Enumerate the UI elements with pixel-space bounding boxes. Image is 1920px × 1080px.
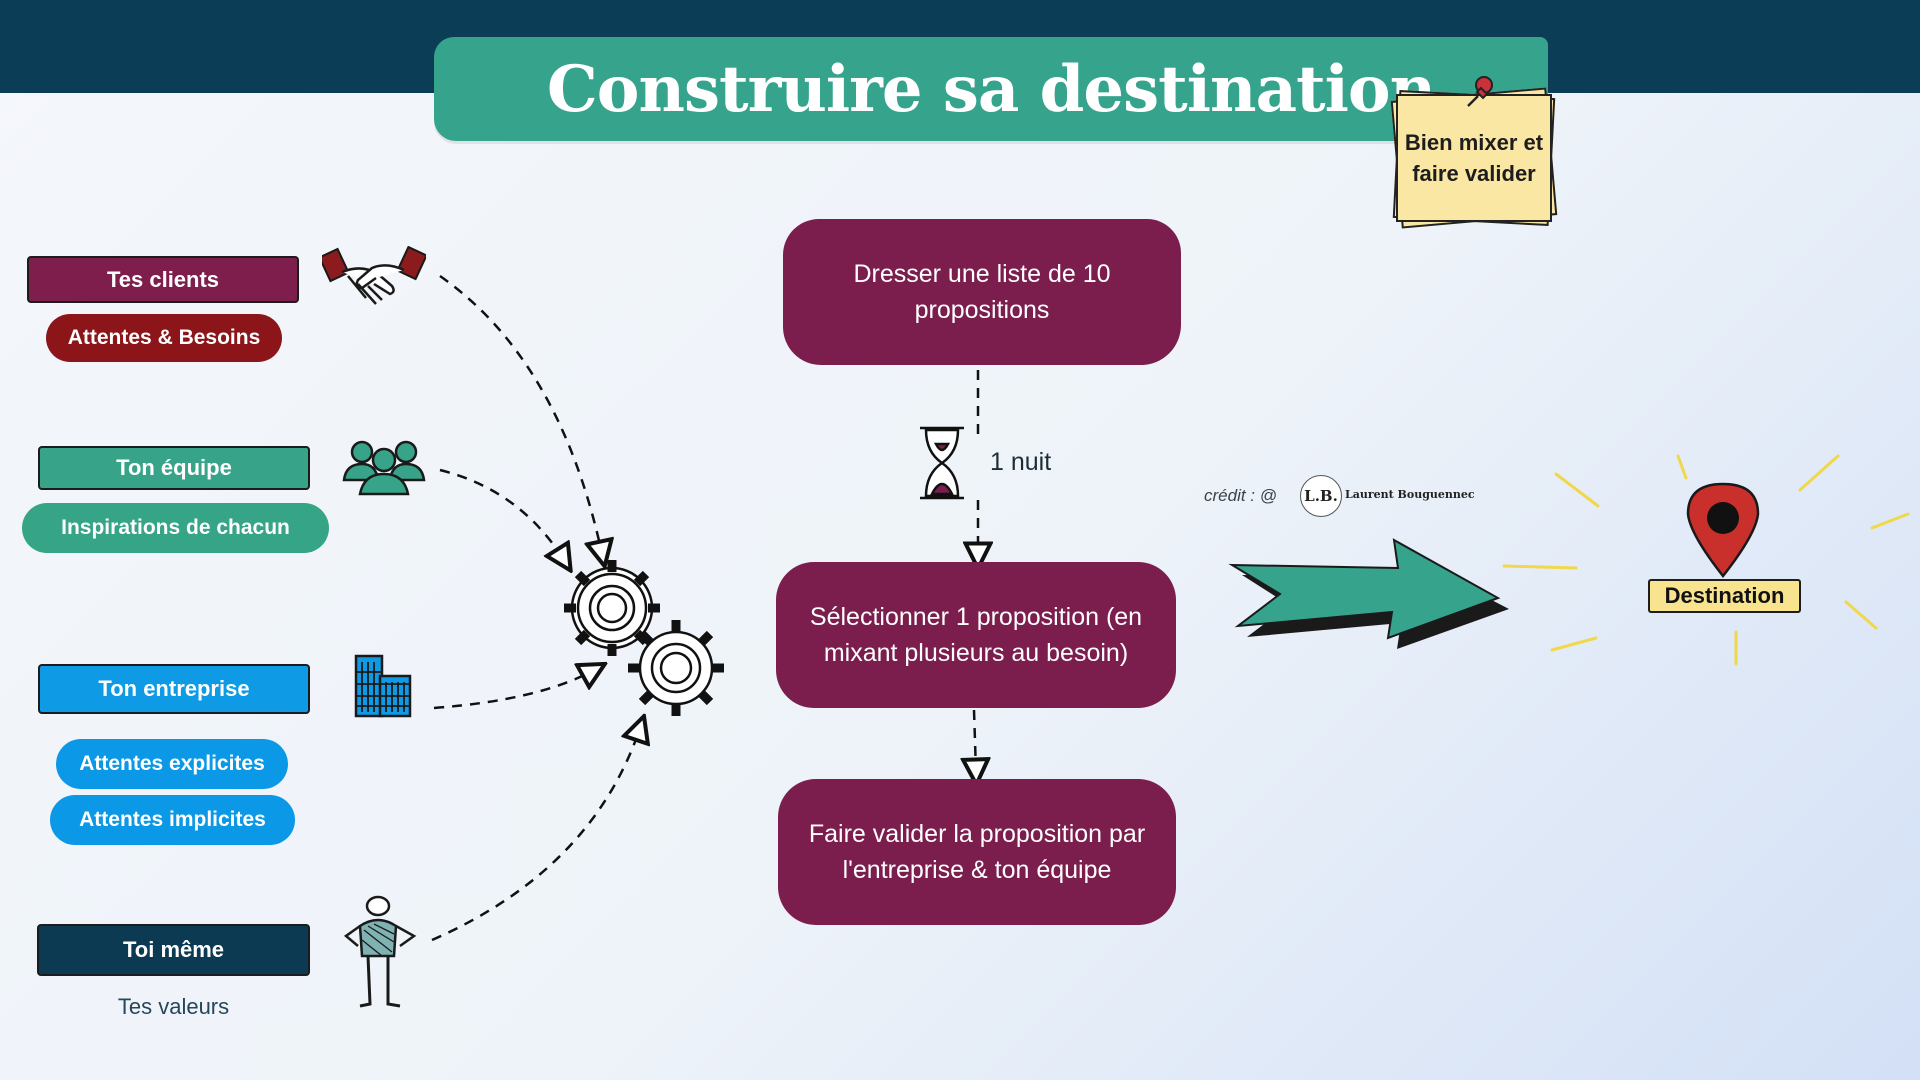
team-inspirations-text: Inspirations de chacun [61,516,290,539]
source-team-text: Ton équipe [116,455,232,480]
sticky-sheet-front: Bien mixer et faire valider [1396,94,1552,222]
self-values-text: Tes valeurs [117,994,230,1019]
pushpin-icon [1467,76,1493,107]
destination-text: Destination [1664,583,1785,608]
sticky-note: Bien mixer et faire valider [1390,87,1558,229]
highlight-rays [1502,454,1910,666]
author-name: Laurent Bouguennec [1345,488,1475,501]
company-implicit-text: Attentes implicites [79,808,266,831]
destination-label: Destination [1648,579,1801,613]
company-explicit-pill: Attentes explicites [56,739,288,789]
company-explicit-text: Attentes explicites [79,752,265,775]
connector-company [433,670,594,710]
handshake-icon [322,246,426,305]
gears-icon [564,560,724,716]
team-inspirations-pill: Inspirations de chacun [22,503,329,553]
step-connector-validate [974,709,976,772]
source-team-label: Ton équipe [38,446,310,490]
big-arrow-icon [1228,538,1509,649]
connector-team [439,468,564,560]
step-validate-proposition: Faire valider la proposition par l'entre… [778,779,1176,925]
company-implicit-pill: Attentes implicites [50,795,295,845]
map-pin-icon [1686,482,1760,579]
hourglass-icon [920,426,964,500]
connector-self [431,728,640,942]
step-list-propositions: Dresser une liste de 10 propositions [783,219,1181,365]
source-company-label: Ton entreprise [38,664,310,714]
step-select-proposition: Sélectionner 1 proposition (en mixant pl… [776,562,1176,708]
person-icon [343,895,417,1008]
clients-needs-text: Attentes & Besoins [67,326,261,349]
page-title: Construire sa destination [546,51,1436,127]
source-clients-text: Tes clients [106,266,220,292]
author-logo: L.B. [1300,475,1342,517]
credit-text: crédit : @ [1204,486,1277,505]
source-clients-label: Tes clients [27,256,299,303]
step-2-text: Sélectionner 1 proposition (en mixant pl… [809,603,1143,667]
source-company-text: Ton entreprise [98,676,250,701]
step-1-text: Dresser une liste de 10 propositions [853,260,1111,324]
clients-needs-pill: Attentes & Besoins [46,314,282,362]
source-self-text: Toi même [122,937,225,962]
connector-clients [439,274,602,554]
sticky-note-text: Bien mixer et faire valider [1404,130,1544,186]
step-3-text: Faire valider la proposition par l'entre… [808,820,1146,884]
wait-label: 1 nuit [990,448,1052,476]
source-self-label: Toi même [37,924,310,976]
team-icon [342,440,426,496]
title-banner: Construire sa destination [434,37,1548,141]
building-icon [354,654,412,718]
